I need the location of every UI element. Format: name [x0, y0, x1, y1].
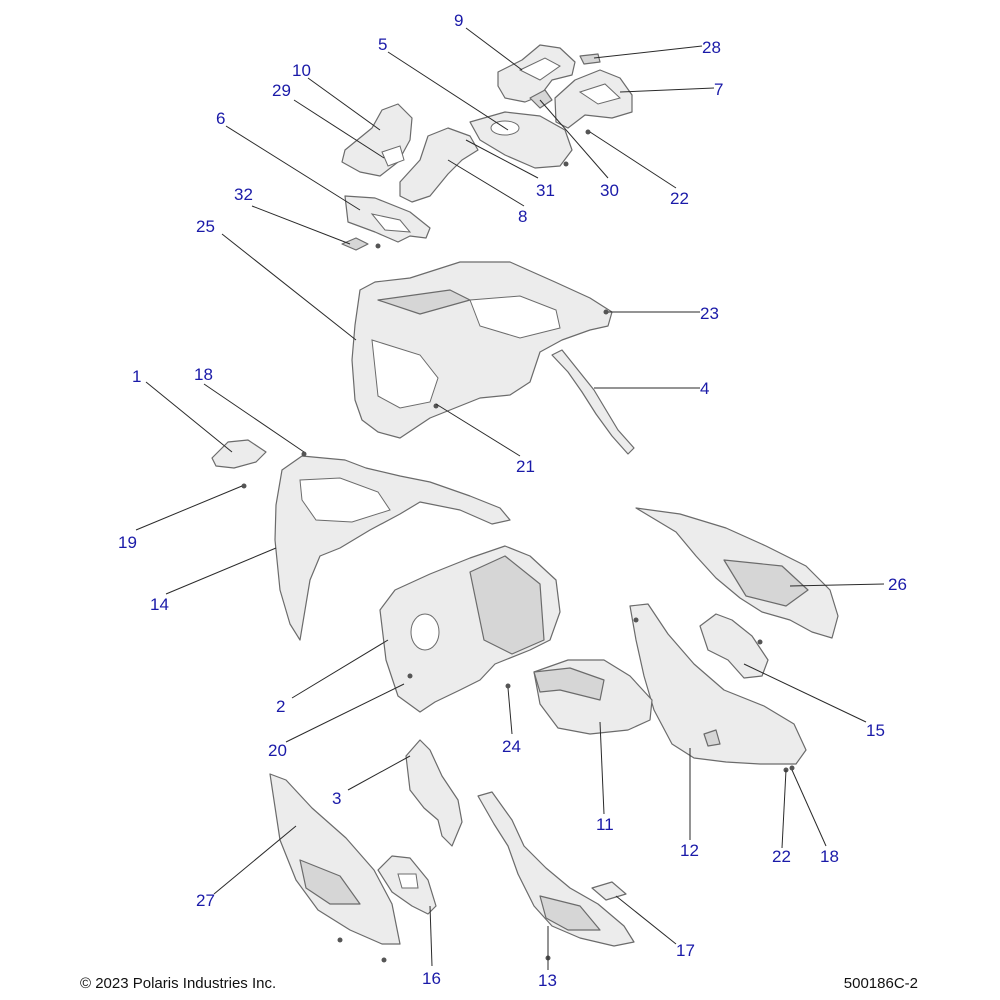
callout-22: 22 — [670, 189, 689, 208]
callout-labels: 1 2 3 4 5 6 7 8 9 10 11 12 13 14 15 16 1… — [118, 11, 907, 990]
callout-10: 10 — [292, 61, 311, 80]
callout-24: 24 — [502, 737, 521, 756]
callout-6: 6 — [216, 109, 225, 128]
drawing-number: 500186C-2 — [843, 975, 918, 992]
callout-7: 7 — [714, 80, 723, 99]
callout-1: 1 — [132, 367, 141, 386]
callout-4: 4 — [700, 379, 709, 398]
callout-31: 31 — [536, 181, 555, 200]
part-2 — [379, 545, 561, 713]
part-6 — [344, 195, 431, 243]
callout-28: 28 — [702, 38, 721, 57]
part-32 — [341, 237, 369, 251]
part-3 — [405, 739, 463, 847]
callout-27: 27 — [196, 891, 215, 910]
copyright-notice: © 2023 Polaris Industries Inc. — [80, 975, 277, 992]
callout-3: 3 — [332, 789, 341, 808]
part-30 — [529, 89, 553, 109]
callout-20: 20 — [268, 741, 287, 760]
part-7 — [554, 69, 633, 129]
part-26 — [635, 507, 839, 639]
callout-25: 25 — [196, 217, 215, 236]
callout-22: 22 — [772, 847, 791, 866]
callout-32: 32 — [234, 185, 253, 204]
callout-8: 8 — [518, 207, 527, 226]
part-15 — [699, 613, 769, 679]
callout-29: 29 — [272, 81, 291, 100]
part-9 — [497, 44, 576, 103]
part-17 — [591, 881, 627, 901]
part-25 — [351, 261, 613, 439]
callout-26: 26 — [888, 575, 907, 594]
callout-11: 11 — [596, 815, 614, 834]
part-4 — [551, 349, 635, 455]
part-11 — [533, 659, 653, 735]
callout-14: 14 — [150, 595, 169, 614]
callout-18: 18 — [820, 847, 839, 866]
callout-2: 2 — [276, 697, 285, 716]
part-27 — [269, 773, 401, 945]
callout-19: 19 — [118, 533, 137, 552]
part-1 — [211, 439, 267, 469]
callout-9: 9 — [454, 11, 463, 30]
callout-23: 23 — [700, 304, 719, 323]
callout-21: 21 — [516, 457, 535, 476]
callout-15: 15 — [866, 721, 885, 740]
callout-16: 16 — [422, 969, 441, 988]
part-13 — [477, 791, 635, 947]
part-16 — [377, 855, 437, 915]
fasteners — [241, 129, 795, 963]
callout-5: 5 — [378, 35, 387, 54]
callout-17: 17 — [676, 941, 695, 960]
part-28 — [579, 53, 601, 65]
part-10 — [341, 103, 413, 177]
part-14 — [274, 455, 511, 641]
part-8 — [399, 127, 479, 203]
callout-13: 13 — [538, 971, 557, 990]
callout-18: 18 — [194, 365, 213, 384]
callout-30: 30 — [600, 181, 619, 200]
callout-12: 12 — [680, 841, 699, 860]
leader-lines — [135, 27, 885, 970]
